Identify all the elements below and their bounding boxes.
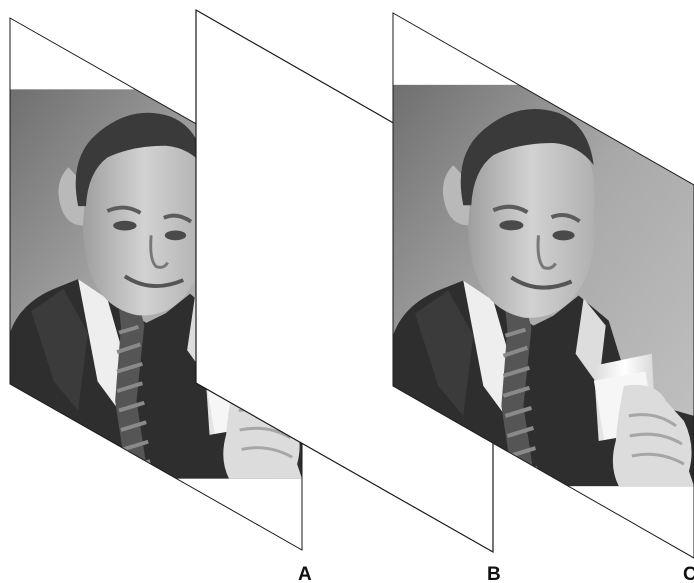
panel-b-label: B	[487, 564, 501, 583]
panel-a-label: A	[298, 564, 312, 583]
panel-c-label: C	[683, 564, 694, 583]
